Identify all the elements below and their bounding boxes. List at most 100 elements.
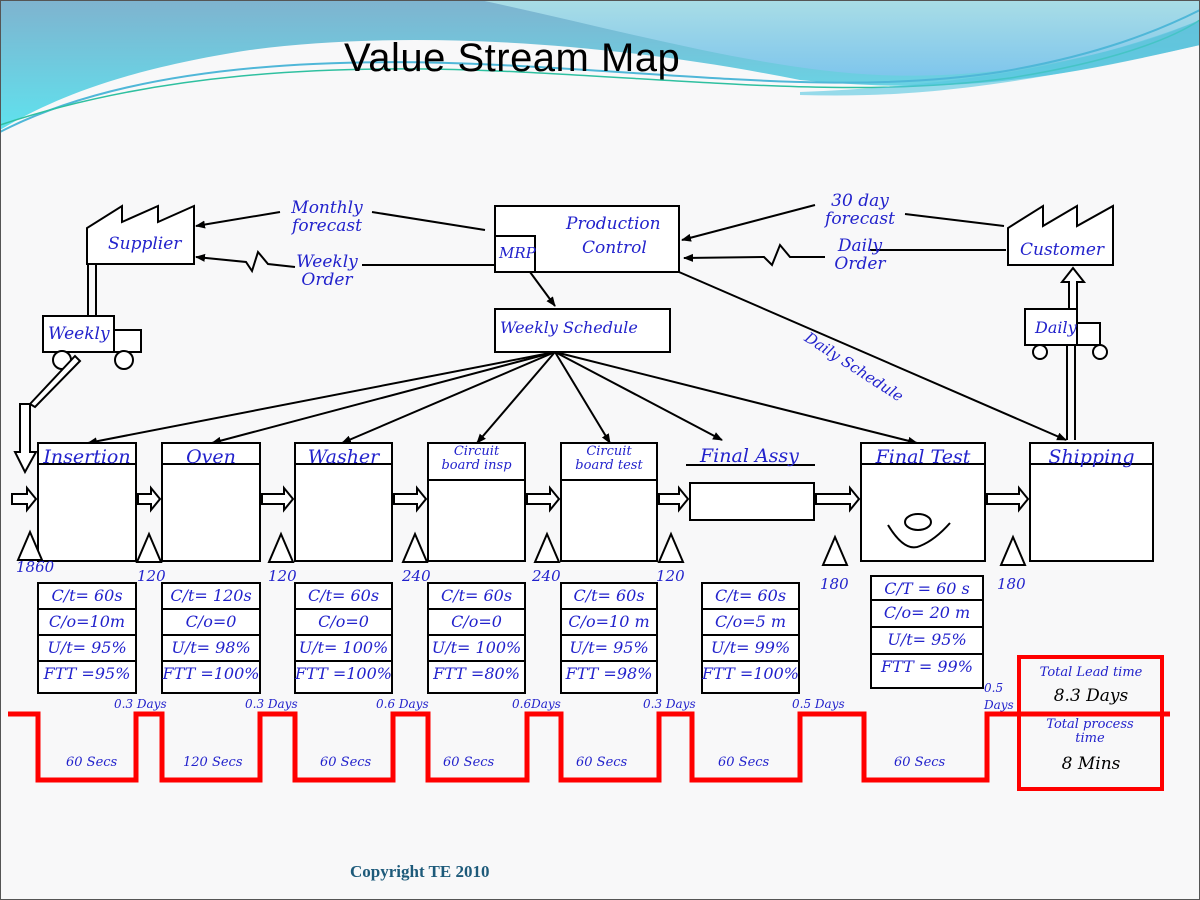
process-name: Washer xyxy=(307,446,380,468)
supplier-order-flow xyxy=(195,249,495,274)
schedule-arrow xyxy=(554,351,611,444)
process-name: Shipping xyxy=(1048,446,1135,468)
inventory-count: 120 xyxy=(268,567,297,585)
data-ct: C/t= 60s xyxy=(51,586,123,605)
process-box xyxy=(1029,442,1154,562)
production-control-box xyxy=(494,205,680,273)
process-box xyxy=(427,442,526,562)
supplier-forecast-label: Monthly forecast xyxy=(291,198,363,236)
data-co: C/o=10m xyxy=(48,612,126,631)
process-name: Insertion xyxy=(43,446,131,468)
push-arrow-icon xyxy=(261,485,295,513)
weekly-schedule-label: Weekly Schedule xyxy=(500,318,638,337)
push-arrow-icon xyxy=(658,485,690,513)
operator-icon xyxy=(904,513,932,531)
production-control-line2: Control xyxy=(582,238,647,258)
copyright: Copyright TE 2010 xyxy=(350,862,490,881)
customer-factory-icon xyxy=(1007,204,1114,266)
customer-forecast-label: 30 day forecast xyxy=(825,191,895,229)
data-ct: C/t= 60s xyxy=(307,586,380,605)
inventory-triangle-icon xyxy=(135,531,163,563)
data-ct: C/t= 120s xyxy=(170,586,252,605)
push-arrow-icon xyxy=(986,485,1030,513)
push-arrow-icon xyxy=(137,485,162,513)
data-ftt: FTT =100% xyxy=(162,664,260,683)
inventory-count: 1860 xyxy=(16,558,55,576)
process-box xyxy=(560,442,658,562)
schedule-arrow xyxy=(87,351,556,446)
daily-schedule-flow xyxy=(678,271,1067,441)
data-box xyxy=(870,575,984,689)
process-box xyxy=(689,482,815,521)
process-box xyxy=(37,442,137,562)
process-time-value: 8 Mins xyxy=(1061,754,1121,774)
customer-truck-label: Daily xyxy=(1035,318,1077,337)
data-box xyxy=(161,582,261,694)
process-name: Circuit board test xyxy=(575,444,643,473)
data-ftt: FTT =100% xyxy=(295,664,392,683)
data-ftt: FTT =98% xyxy=(565,664,653,683)
supplier-truck-label: Weekly xyxy=(48,324,110,344)
inventory-count: 180 xyxy=(997,575,1026,593)
data-ut: U/t= 95% xyxy=(47,638,127,657)
supplier-shipment-line xyxy=(87,264,97,318)
data-ftt: FTT = 99% xyxy=(881,657,973,676)
timeline-ladder xyxy=(8,711,1019,783)
data-co: C/o=0 xyxy=(318,612,369,631)
data-ut: U/t= 99% xyxy=(710,638,791,657)
wait-time: 0.3 Days xyxy=(245,697,298,711)
process-box xyxy=(161,442,261,562)
inventory-triangle-icon xyxy=(267,531,295,563)
inventory-triangle-icon xyxy=(533,531,561,563)
inventory-triangle-icon xyxy=(657,531,685,563)
lead-time-label: Total Lead time xyxy=(1039,665,1143,680)
operator-icon xyxy=(887,522,951,549)
process-time: 60 Secs xyxy=(576,755,628,770)
schedule-arrow xyxy=(554,351,918,445)
data-ut: U/t= 100% xyxy=(298,638,389,657)
wait-time: 0.3 Days xyxy=(643,697,696,711)
process-time: 60 Secs xyxy=(66,755,118,770)
summary-box xyxy=(985,655,1170,791)
data-co: C/o=0 xyxy=(185,612,237,631)
data-ut: U/t= 98% xyxy=(171,638,251,657)
supplier-order-label: Weekly Order xyxy=(296,252,358,290)
process-name: Oven xyxy=(186,446,236,468)
process-time: 120 Secs xyxy=(183,755,243,770)
inventory-triangle-icon xyxy=(16,529,44,561)
schedule-arrows xyxy=(87,351,918,446)
process-box xyxy=(860,442,986,562)
supplier-label: Supplier xyxy=(108,234,182,254)
production-control-line1: Production xyxy=(566,214,661,234)
wait-time: 0.6Days xyxy=(512,697,561,711)
customer-truck-icon xyxy=(1024,266,1108,440)
data-co: C/o=10 m xyxy=(568,612,650,631)
push-arrow-icon xyxy=(13,354,82,475)
customer-label: Customer xyxy=(1020,240,1105,260)
data-box xyxy=(294,582,393,694)
data-ct: C/t= 60s xyxy=(573,586,645,605)
schedule-arrow xyxy=(211,351,556,445)
push-arrow-icon xyxy=(526,485,561,513)
weekly-schedule-box xyxy=(494,308,671,353)
data-ftt: FTT =100% xyxy=(702,664,799,683)
process-time: 60 Secs xyxy=(718,755,770,770)
inventory-triangle-icon xyxy=(401,531,429,563)
inventory-count: 120 xyxy=(656,567,685,585)
data-co: C/o= 20 m xyxy=(883,603,971,622)
data-ftt: FTT =80% xyxy=(433,664,520,683)
inventory-count: 240 xyxy=(402,567,431,585)
push-arrow-icon xyxy=(393,485,428,513)
lead-time-value: 8.3 Days xyxy=(1053,686,1129,706)
data-ct: C/t= 60s xyxy=(440,586,513,605)
data-ut: U/t= 95% xyxy=(569,638,649,657)
customer-order-label: Daily Order xyxy=(834,236,886,274)
customer-forecast-flow xyxy=(681,204,1005,242)
wait-time: 0.3 Days xyxy=(114,697,167,711)
data-co: C/o=0 xyxy=(451,612,502,631)
inventory-triangle-icon xyxy=(999,534,1027,566)
process-time: 60 Secs xyxy=(894,755,946,770)
data-ct: C/T = 60 s xyxy=(884,579,970,598)
schedule-arrow xyxy=(341,351,556,444)
process-box xyxy=(294,442,393,562)
